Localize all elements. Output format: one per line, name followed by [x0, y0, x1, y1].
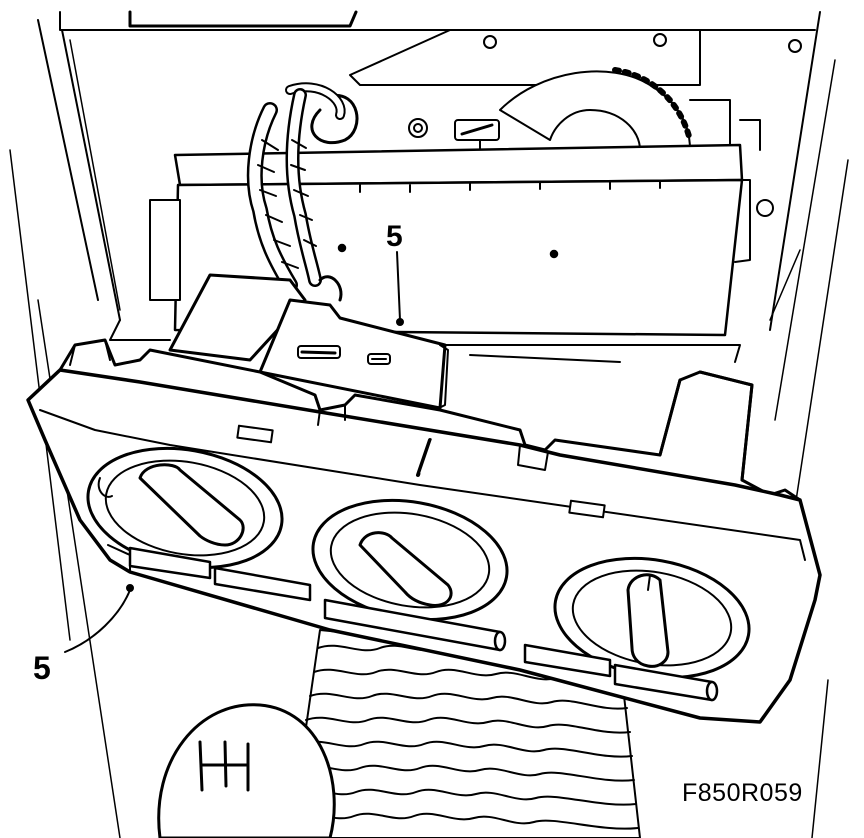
gear-knob — [157, 703, 336, 838]
callout-leaders — [64, 251, 404, 653]
control-unit-body — [109, 143, 751, 363]
connector-block — [168, 273, 449, 411]
button-strip — [128, 546, 719, 702]
knob-middle — [358, 531, 453, 607]
figure-code: F850R059 — [682, 779, 803, 807]
knob-right — [626, 573, 670, 668]
wiring-harness — [246, 82, 359, 302]
blower-housing — [349, 29, 802, 217]
callout-label-upper: 5 — [386, 220, 403, 253]
knob-left — [138, 463, 245, 547]
callout-label-lower: 5 — [33, 650, 51, 686]
